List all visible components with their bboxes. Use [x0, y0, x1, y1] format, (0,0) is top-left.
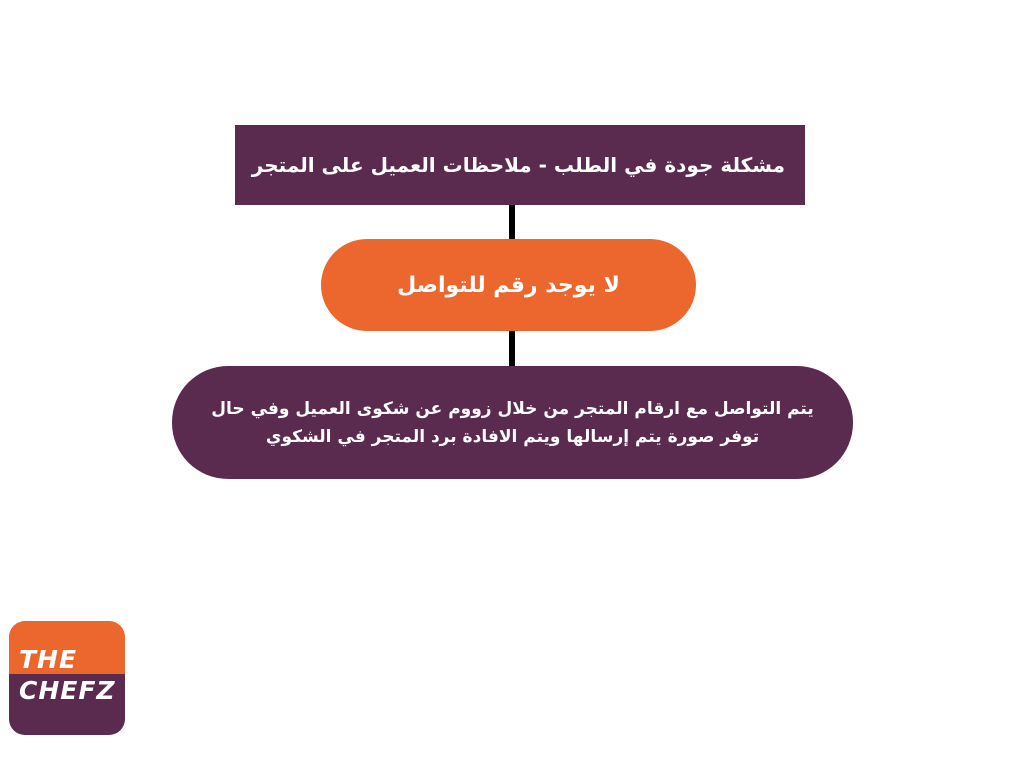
status-node: لا يوجد رقم للتواصل	[321, 239, 696, 331]
connector-status-to-action	[509, 331, 515, 366]
connector-title-to-status	[509, 205, 515, 239]
action-node-line-2: توفر صورة يتم إرسالها ويتم الافادة برد ا…	[265, 426, 760, 447]
title-node-text: مشكلة جودة في الطلب - ملاحظات العميل على…	[251, 153, 785, 177]
status-node-text: لا يوجد رقم للتواصل	[397, 272, 620, 298]
action-node: يتم التواصل مع ارقام المتجر من خلال زووم…	[172, 366, 853, 479]
logo-text-line-1: THE	[19, 645, 78, 674]
title-node: مشكلة جودة في الطلب - ملاحظات العميل على…	[235, 125, 805, 205]
action-node-line-1: يتم التواصل مع ارقام المتجر من خلال زووم…	[211, 398, 814, 419]
logo-top-band	[9, 621, 125, 674]
logo-text-line-2: CHEFZ	[19, 676, 116, 705]
the-chefz-logo: THE CHEFZ	[9, 621, 125, 735]
logo-bottom-band	[9, 674, 125, 735]
